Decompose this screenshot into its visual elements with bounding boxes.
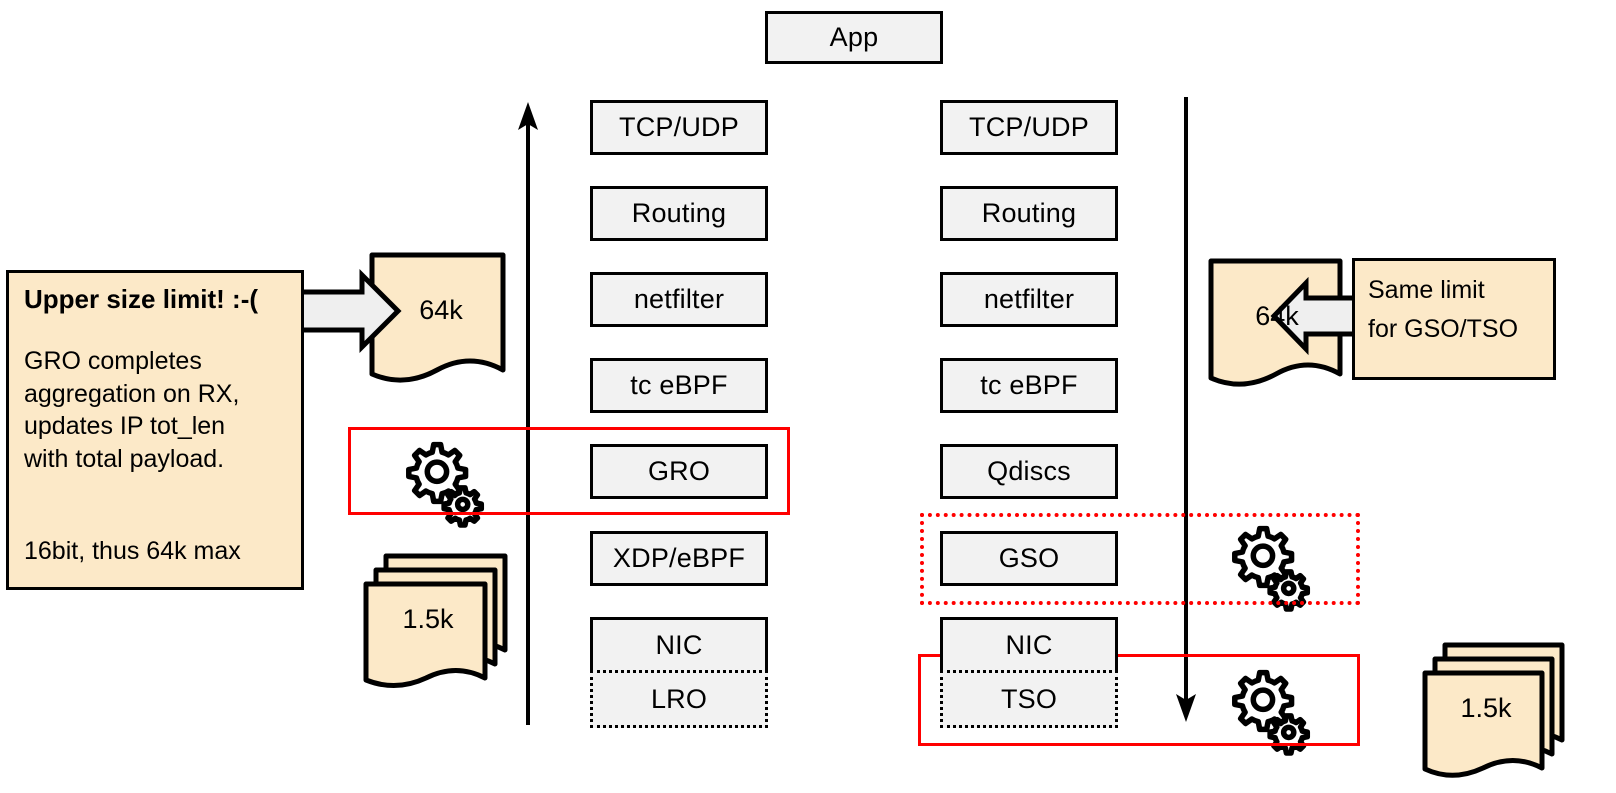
rx-box-tc-ebpf[interactable]: tc eBPF [590, 358, 768, 413]
tx-box-netfilter[interactable]: netfilter [940, 272, 1118, 327]
tx-box-qdiscs[interactable]: Qdiscs [940, 444, 1118, 499]
rx-box-netfilter[interactable]: netfilter [590, 272, 768, 327]
gro-highlight [348, 427, 790, 515]
left-note-heading: Upper size limit! :-( [24, 284, 259, 314]
tx-box-tcp-udp[interactable]: TCP/UDP [940, 100, 1118, 155]
box-app[interactable]: App [765, 11, 943, 64]
right-note-line2: for GSO/TSO [1368, 315, 1519, 343]
gso-highlight [920, 513, 1360, 605]
rx-box-lro[interactable]: LRO [590, 670, 768, 728]
rx-box-nic[interactable]: NIC [590, 617, 768, 670]
doc-rx-1500-label: 1.5k [402, 603, 454, 634]
rx-direction-arrow [518, 102, 538, 725]
rx-box-xdp-ebpf[interactable]: XDP/eBPF [590, 531, 768, 586]
right-note-line1: Same limit [1368, 276, 1485, 304]
tx-box-gso[interactable]: GSO [940, 531, 1118, 586]
left-note-body: GRO completes aggregation on RX, updates… [24, 347, 240, 473]
doc-tx-1500-label: 1.5k [1460, 692, 1512, 723]
doc-tx-64k-label: 64k [1255, 300, 1299, 331]
tx-box-tso[interactable]: TSO [940, 670, 1118, 728]
tx-box-routing[interactable]: Routing [940, 186, 1118, 241]
right-note-panel [1352, 258, 1556, 380]
doc-rx-64k-label: 64k [419, 294, 463, 325]
tx-box-tc-ebpf[interactable]: tc eBPF [940, 358, 1118, 413]
rx-box-tcp-udp[interactable]: TCP/UDP [590, 100, 768, 155]
tx-direction-arrow [1176, 97, 1196, 722]
rx-box-routing[interactable]: Routing [590, 186, 768, 241]
rx-box-gro[interactable]: GRO [590, 444, 768, 499]
left-note-panel [6, 270, 304, 590]
tso-highlight [918, 654, 1360, 746]
left-note-footer: 16bit, thus 64k max [24, 537, 241, 565]
tx-box-nic[interactable]: NIC [940, 617, 1118, 670]
left-callout-arrow [293, 268, 402, 354]
